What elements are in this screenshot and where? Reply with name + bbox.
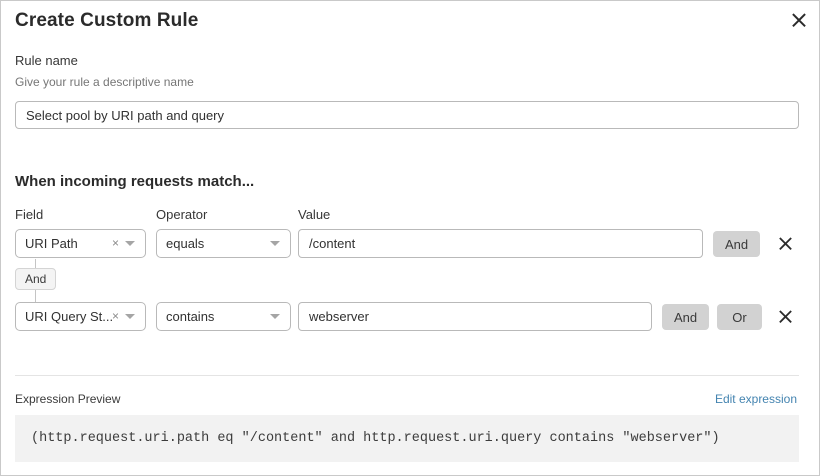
expression-preview-code: (http.request.uri.path eq "/content" and… [15,415,799,462]
delete-row-icon[interactable] [772,303,798,329]
dialog-title: Create Custom Rule [15,10,199,31]
chevron-down-icon[interactable] [125,241,135,246]
operator-select-2-value: contains [166,309,215,324]
and-button-2[interactable]: And [662,304,710,330]
rule-name-input[interactable] [15,101,799,129]
column-header-operator: Operator [156,207,208,222]
column-header-field: Field [15,207,44,222]
or-button-2[interactable]: Or [717,304,762,330]
operator-select-2[interactable]: contains [156,302,291,331]
rule-name-hint: Give your rule a descriptive name [15,75,194,89]
clear-icon[interactable]: × [111,235,119,250]
operator-select-1[interactable]: equals [156,229,291,258]
field-select-2[interactable]: URI Query St... × [15,302,146,331]
chevron-down-icon[interactable] [270,241,280,246]
field-select-2-value: URI Query St... [25,309,112,324]
value-input-2[interactable] [298,302,652,331]
value-input-1[interactable] [298,229,703,258]
column-header-value: Value [298,207,331,222]
and-button-1[interactable]: And [713,231,761,257]
close-icon[interactable] [788,9,810,31]
rule-name-label: Rule name [15,53,78,68]
condition-row: URI Path × equals And [1,229,820,259]
clear-icon[interactable]: × [111,308,119,323]
connector-and-chip[interactable]: And [15,268,57,290]
delete-row-icon[interactable] [772,230,798,256]
section-divider [15,375,799,376]
chevron-down-icon[interactable] [125,314,135,319]
edit-expression-link[interactable]: Edit expression [714,392,797,406]
expression-preview-label: Expression Preview [15,392,121,406]
condition-row: URI Query St... × contains And Or [1,302,820,332]
match-section-title: When incoming requests match... [15,173,255,190]
row-connector: And [15,259,59,303]
field-select-1-value: URI Path [25,236,78,251]
field-select-1[interactable]: URI Path × [15,229,146,258]
chevron-down-icon[interactable] [270,314,280,319]
operator-select-1-value: equals [166,236,205,251]
